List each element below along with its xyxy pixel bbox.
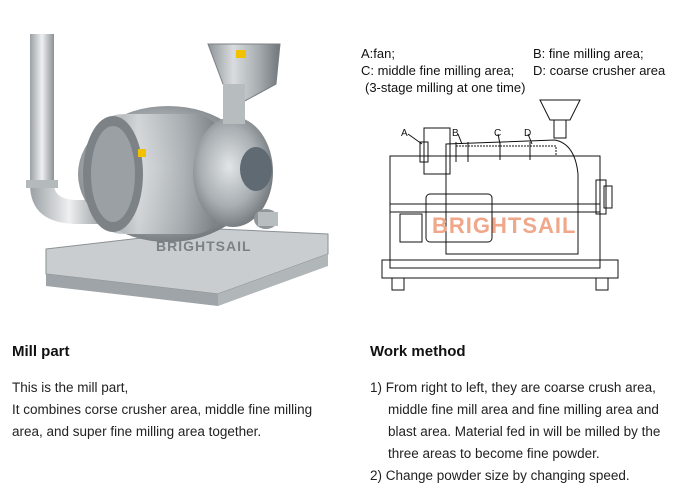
mill-line-1: This is the mill part, [12, 380, 129, 395]
work-method-heading: Work method [370, 343, 466, 360]
label-a: A [401, 128, 408, 139]
mill-line-3: area, and super fine milling area togeth… [12, 424, 262, 439]
work-line-1: 1) From right to left, they are coarse c… [370, 380, 656, 395]
caption-note: (3-stage milling at one time) [365, 80, 526, 95]
work-line-4: three areas to become fine powder. [388, 446, 600, 461]
mill-part-text: This is the mill part, It combines corse… [12, 377, 347, 443]
caption-fine-milling: B: fine milling area; [533, 46, 644, 61]
work-diagram [360, 34, 690, 304]
diagram-watermark: BRIGHTSAIL [432, 213, 577, 238]
label-d: D [524, 128, 532, 139]
work-method-text: 1) From right to left, they are coarse c… [370, 377, 695, 487]
caption-middle-fine: C: middle fine milling area; [361, 63, 515, 78]
label-c: C [494, 128, 502, 139]
mill-line-2: It combines corse crusher area, middle f… [12, 402, 313, 417]
photo-watermark: BRIGHTSAIL [156, 238, 252, 254]
caption-coarse-crusher: D: coarse crusher area [533, 63, 666, 78]
label-b: B [452, 128, 459, 139]
work-line-3: blast area. Material fed in will be mill… [388, 424, 661, 439]
mill-photo [18, 24, 336, 324]
work-line-5: 2) Change powder size by changing speed. [370, 468, 630, 483]
work-line-2: middle fine mill area and fine milling a… [388, 402, 659, 417]
caption-fan: A:fan; [361, 46, 395, 61]
mill-part-heading: Mill part [12, 343, 70, 360]
